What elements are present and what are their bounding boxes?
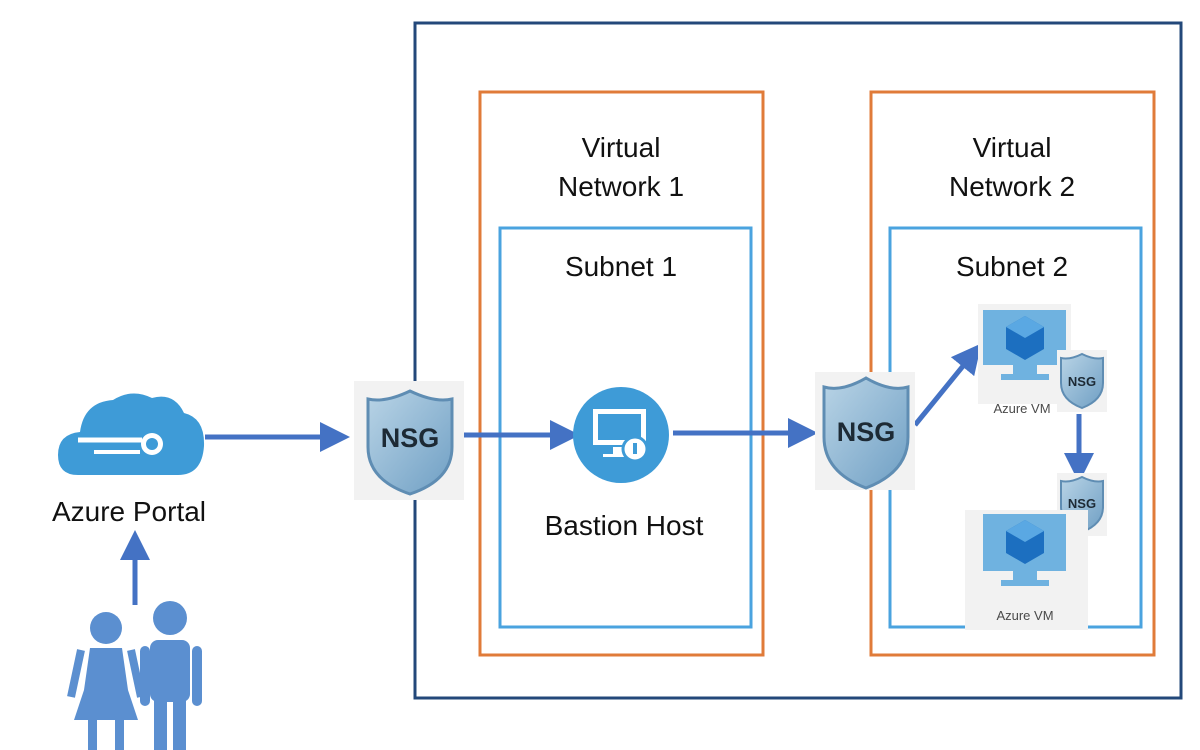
- arrow-nsg-to-vm1: [913, 343, 982, 427]
- vnet-2-title-line2: Network 2: [949, 171, 1075, 202]
- nsg-shield-icon-3: [1057, 350, 1107, 412]
- azure-vm-label-1: Azure VM: [993, 401, 1050, 416]
- users-icon: [67, 601, 202, 750]
- azure-vm-icon-1: [978, 304, 1071, 404]
- vnet-1-box: [478, 90, 765, 657]
- subnet-1-title: Subnet 1: [565, 251, 677, 282]
- azure-cloud-icon: [58, 393, 205, 475]
- azure-vm-label-2: Azure VM: [996, 608, 1053, 623]
- subnet-1-box: [498, 226, 753, 629]
- nsg-shield-icon-1: [354, 381, 464, 500]
- subnet-2-title: Subnet 2: [956, 251, 1068, 282]
- azure-portal-label: Azure Portal: [52, 496, 206, 527]
- nsg-label-2: NSG: [837, 417, 896, 447]
- vnet-1-title-line1: Virtual: [582, 132, 661, 163]
- vnet-2-title-line1: Virtual: [973, 132, 1052, 163]
- nsg-shield-icon-2: [815, 372, 915, 490]
- azure-vm-icon-2: [965, 510, 1088, 630]
- bastion-host-label: Bastion Host: [545, 510, 704, 541]
- nsg-label-4: NSG: [1068, 496, 1096, 511]
- vnet-1-title-line2: Network 1: [558, 171, 684, 202]
- nsg-label-1: NSG: [381, 423, 440, 453]
- outer-boundary: [413, 21, 1183, 700]
- nsg-label-3: NSG: [1068, 374, 1096, 389]
- bastion-host-icon: [573, 387, 669, 483]
